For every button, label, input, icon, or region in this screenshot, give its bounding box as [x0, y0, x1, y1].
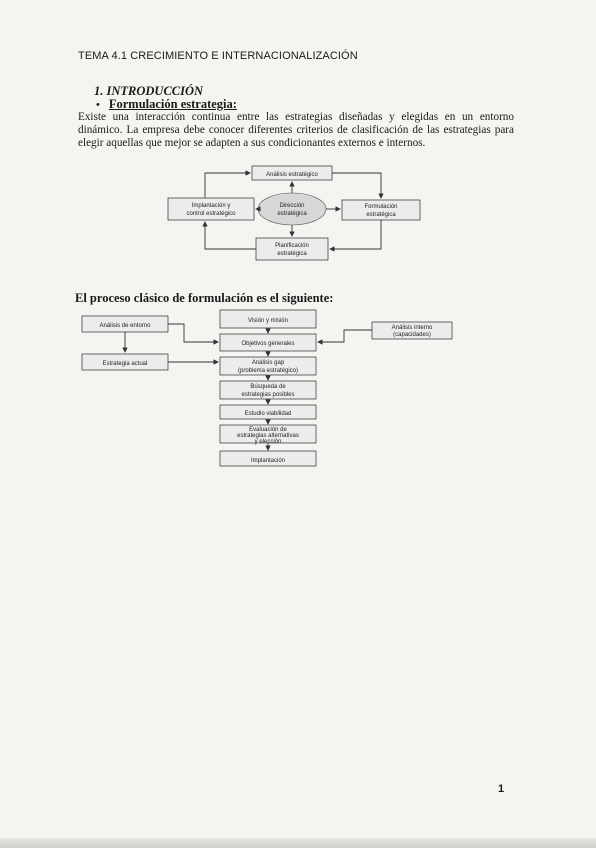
label-vision: Visión y misión	[248, 318, 288, 324]
process-title: El proceso clásico de formulación es el …	[75, 291, 334, 305]
formulation-process-diagram: Análisis de entorno Estrategia actual An…	[81, 309, 453, 467]
label-viabilidad: Estudio viabilidad	[245, 411, 292, 417]
page-number: 1	[498, 783, 505, 795]
label-evaluacion-2: estrategias alternativas	[237, 433, 299, 439]
box-implantacion	[219, 450, 317, 467]
label-planificacion-1: Planificación	[275, 243, 309, 249]
arrow-bottom-to-left	[202, 221, 256, 250]
label-objetivos: Objetivos generales	[241, 341, 294, 347]
arrow-left-to-top	[204, 170, 251, 198]
bullet-text: Formulación estrategia:	[108, 97, 237, 111]
label-busqueda-2: estrategias posibles	[241, 392, 294, 398]
label-direccion-2: estratégica	[277, 211, 307, 217]
arrow-right-to-bottom	[329, 220, 382, 252]
label-analisis-estrategico: Análisis estratégico	[266, 172, 318, 178]
label-busqueda-1: Búsqueda de	[250, 384, 286, 390]
arrow-entorno-to-objetivos	[168, 323, 219, 345]
label-interno-2: (capacidades)	[393, 332, 431, 338]
section-heading: 1. INTRODUCCIÓN	[94, 84, 204, 98]
label-implantacion-2: control estratégico	[186, 211, 236, 217]
arrow-top-to-right	[332, 172, 384, 199]
label-evaluacion-1: Evaluación de	[249, 427, 287, 433]
box-analisis-interno	[371, 321, 453, 340]
scan-edge-shadow	[0, 838, 596, 848]
label-implantacion: Implantación	[251, 458, 285, 464]
ellipse-direccion-estrategica	[257, 192, 327, 226]
label-formulacion-2: estratégica	[366, 212, 396, 218]
label-gap-2: (problema estratégico)	[238, 368, 298, 374]
label-actual: Estrategia actual	[103, 361, 148, 367]
bullet-item: • Formulación estrategia:	[96, 97, 237, 112]
label-implantacion-1: Implantación y	[192, 203, 231, 209]
box-implantacion-control	[167, 197, 255, 221]
strategy-cycle-diagram: Análisis estratégico Implantación y cont…	[167, 165, 421, 261]
label-planificacion-2: estratégica	[277, 251, 307, 257]
label-direccion-1: Dirección	[279, 203, 304, 209]
label-formulacion-1: Formulación	[364, 204, 397, 210]
label-entorno: Análisis de entorno	[99, 323, 151, 329]
bullet-marker: •	[96, 99, 100, 111]
intro-paragraph: Existe una interacción continua entre la…	[78, 111, 514, 149]
label-evaluacion-3: y elección	[255, 439, 282, 445]
document-header: TEMA 4.1 CRECIMIENTO E INTERNACIONALIZAC…	[78, 50, 358, 62]
label-interno-1: Análisis interno	[392, 325, 433, 331]
arrow-interno-to-objetivos	[317, 329, 372, 345]
label-gap-1: Análisis gap	[252, 360, 285, 366]
